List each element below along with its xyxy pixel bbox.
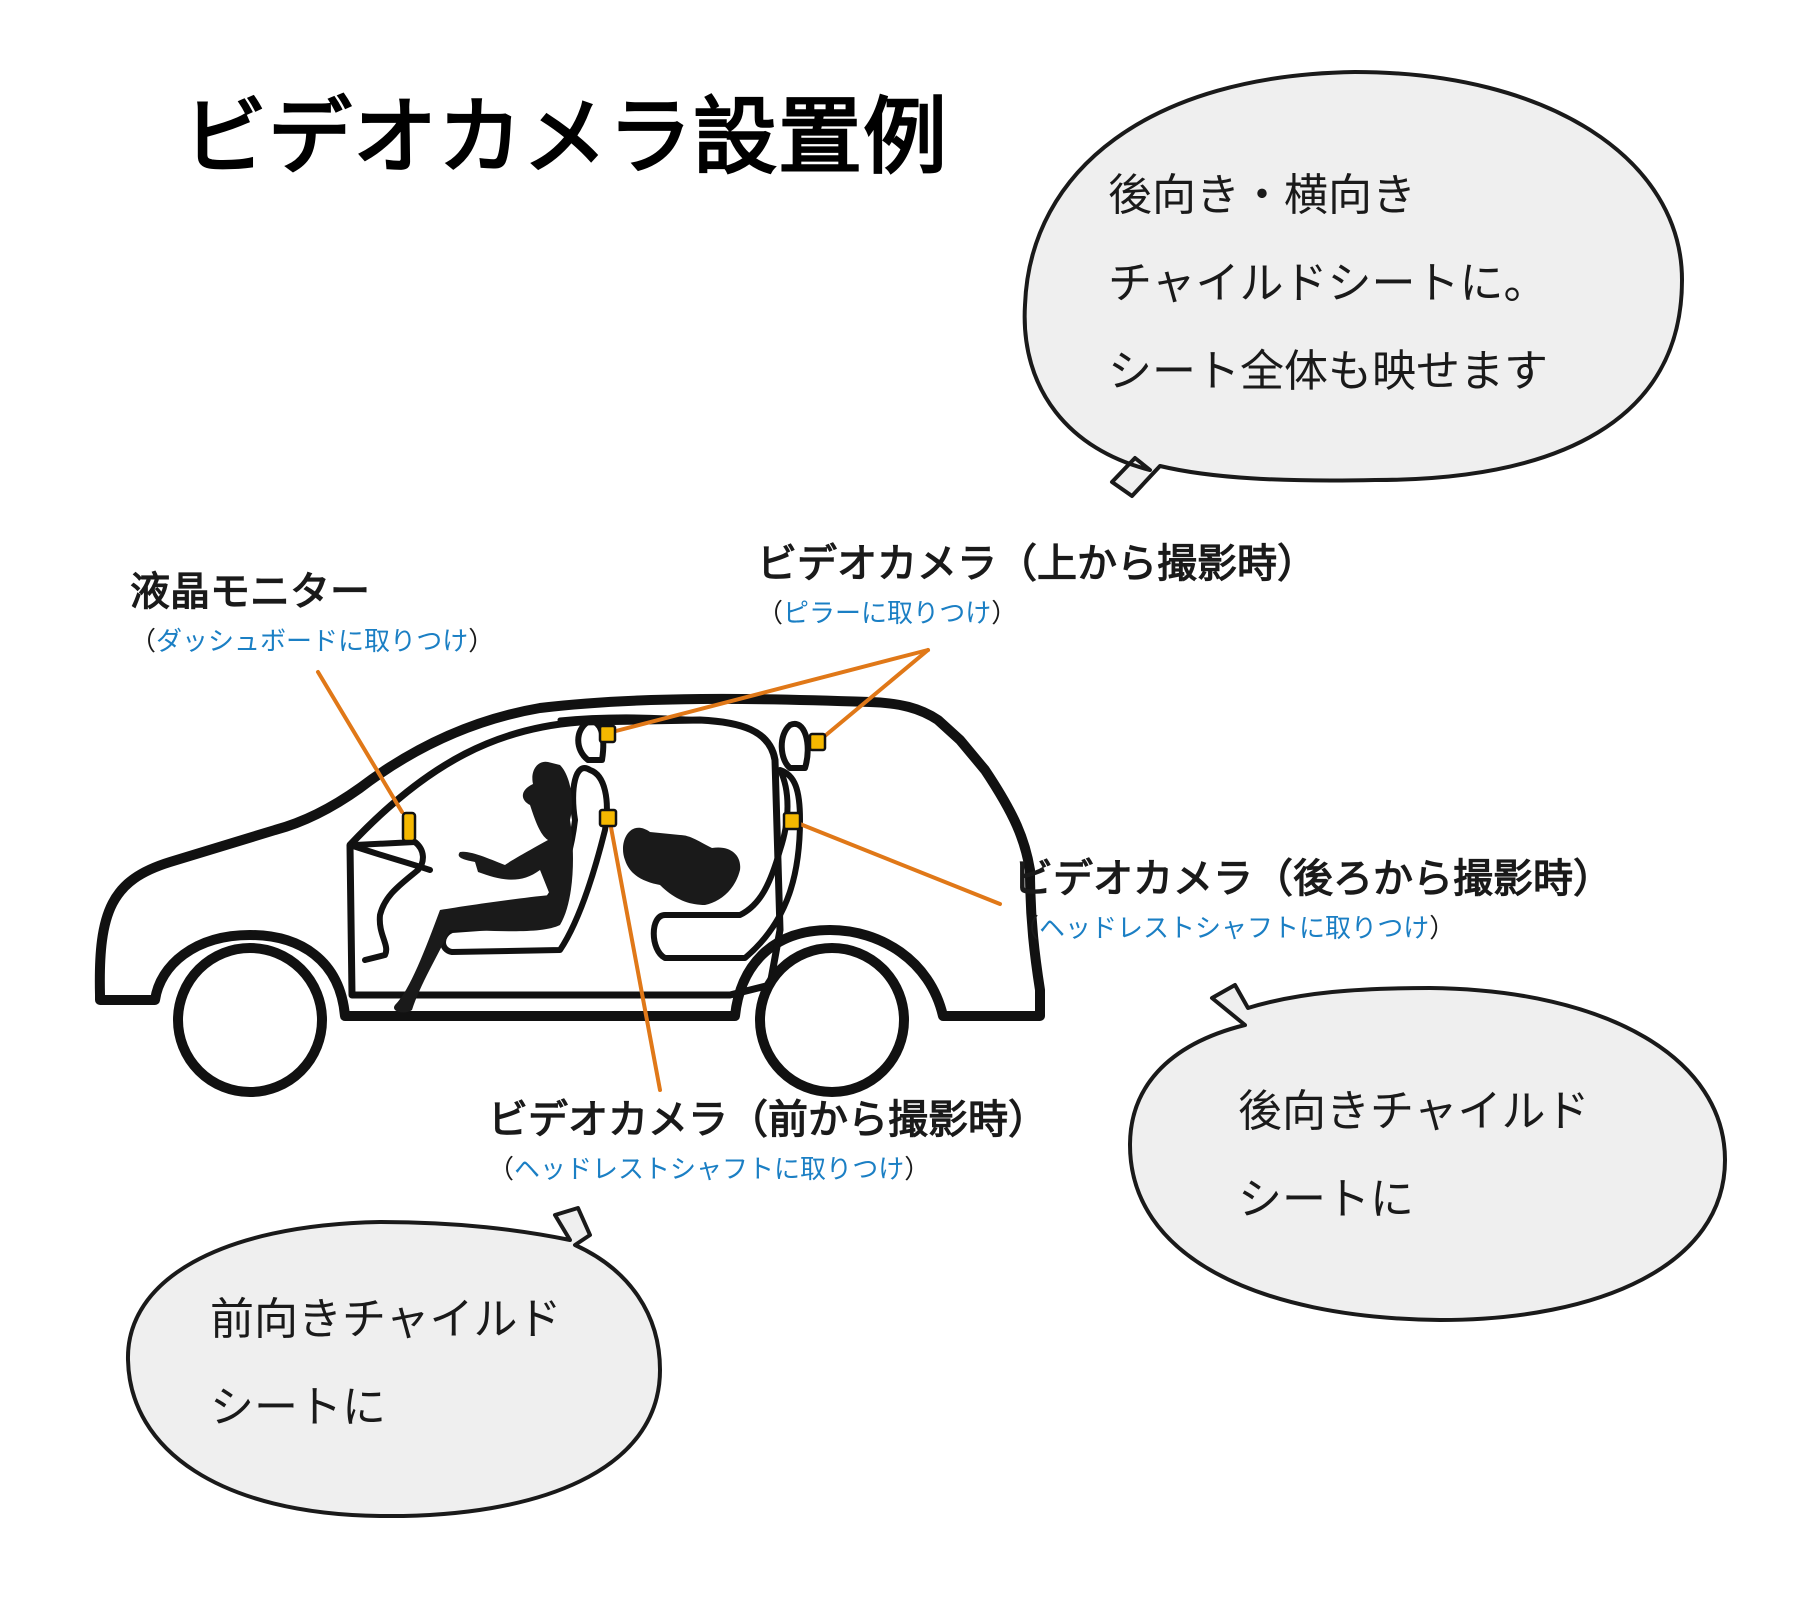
leader-line-front-camera — [608, 820, 662, 1092]
car-door-opening — [346, 716, 784, 999]
speech-bubble-rear-camera — [1128, 983, 1727, 1322]
monitor-note: （ダッシュボードに取りつけ） — [130, 627, 495, 657]
leader-line-monitor — [316, 670, 404, 814]
front-camera-label: ビデオカメラ（前から撮影時） — [488, 1097, 1048, 1143]
speech-bubble-top-camera — [1022, 70, 1684, 498]
pillar-camera-rear-marker — [808, 732, 827, 752]
page-title: ビデオカメラ設置例 — [183, 88, 949, 186]
rear-headrest-camera-marker — [782, 811, 802, 831]
bubble-line: チャイルドシートに。 — [1108, 258, 1548, 309]
top-camera-callout: ビデオカメラ（上から撮影時） （ピラーに取りつけ） — [757, 540, 1317, 632]
bubble-line: シートに — [210, 1382, 386, 1433]
top-camera-label: ビデオカメラ（上から撮影時） — [757, 541, 1317, 587]
top-camera-note: （ピラーに取りつけ） — [757, 599, 1018, 629]
bubble-text-rear-camera: 後向きチャイルド シートに — [1238, 1068, 1590, 1244]
front-camera-note: （ヘッドレストシャフトに取りつけ） — [488, 1155, 931, 1185]
car-body-outline — [94, 693, 1045, 1021]
rear-camera-note: （ヘッドレストシャフトに取りつけ） — [1013, 914, 1456, 944]
front-camera-callout: ビデオカメラ（前から撮影時） （ヘッドレストシャフトに取りつけ） — [488, 1096, 1048, 1188]
driver-silhouette — [393, 761, 573, 1013]
bubble-line: シート全体も映せます — [1108, 346, 1548, 397]
rear-wheel — [755, 943, 909, 1097]
leader-line-top-camera-front — [610, 648, 930, 734]
device-markers — [401, 724, 827, 843]
front-wheel — [173, 943, 327, 1097]
bubble-text-top-camera: 後向き・横向き チャイルドシートに。 シート全体も映せます — [1108, 152, 1548, 416]
rear-camera-label: ビデオカメラ（後ろから撮影時） — [1013, 856, 1613, 902]
speech-bubble-front-camera — [125, 1206, 662, 1519]
dashboard — [352, 839, 426, 963]
monitor-marker — [401, 811, 417, 843]
monitor-callout: 液晶モニター （ダッシュボードに取りつけ） — [130, 568, 494, 660]
pillar-camera-front-marker — [598, 724, 617, 744]
monitor-label: 液晶モニター — [130, 569, 370, 615]
leader-lines — [316, 648, 1002, 1092]
leader-line-rear-camera — [793, 820, 1002, 906]
bubble-line: 後向きチャイルド — [1238, 1086, 1590, 1137]
leader-line-top-camera-rear — [818, 648, 930, 742]
bubble-line: シートに — [1238, 1174, 1414, 1225]
bubble-line: 前向きチャイルド — [210, 1294, 562, 1345]
front-headrest-camera-marker — [598, 808, 618, 828]
rear-camera-callout: ビデオカメラ（後ろから撮影時） （ヘッドレストシャフトに取りつけ） — [1013, 855, 1613, 947]
roof-inner-line — [557, 714, 703, 723]
bubble-text-front-camera: 前向きチャイルド シートに — [210, 1276, 562, 1452]
child-in-seat-silhouette — [622, 827, 741, 905]
bubble-line: 後向き・横向き — [1108, 170, 1416, 221]
